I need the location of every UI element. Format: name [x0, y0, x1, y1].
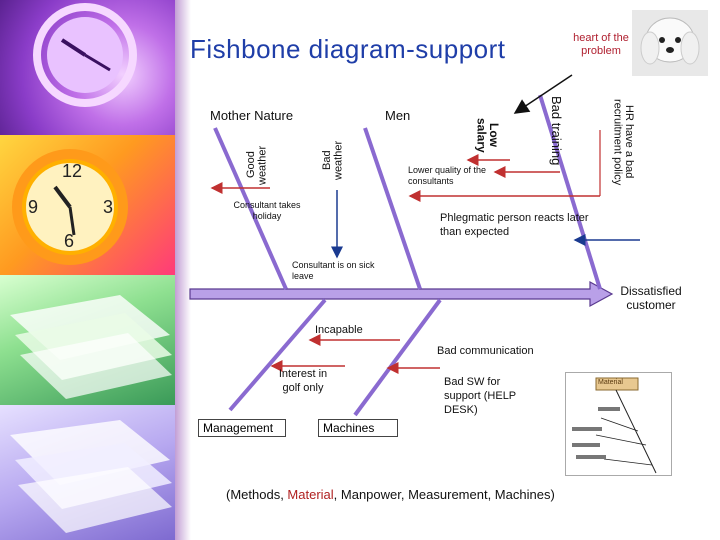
cause-phlegmatic: Phlegmatic person reacts later than expe… — [440, 212, 589, 238]
books-violet-photo — [0, 405, 175, 540]
cause-bad-communication: Bad communication — [437, 345, 534, 357]
footer-open: (Methods, — [226, 487, 288, 502]
books-icon — [10, 420, 172, 533]
spine-arrow — [189, 280, 614, 308]
material-thumbnail: Material — [565, 372, 672, 476]
clock-purple-photo — [0, 0, 175, 135]
cause-sick-leave: Consultant is on sick leave — [292, 260, 375, 281]
cause-low-salary: Low salary — [474, 117, 501, 153]
svg-text:6: 6 — [64, 231, 74, 251]
mini-fishbone — [572, 377, 657, 474]
cause-bad-training: Bad training — [549, 96, 564, 166]
clock-icon — [33, 3, 137, 107]
cause-incapable: Incapable — [315, 324, 363, 336]
books-green-photo — [0, 275, 175, 405]
svg-text:12: 12 — [62, 161, 82, 181]
category-mother-nature: Mother Nature — [210, 108, 294, 123]
dog-icon — [640, 17, 700, 65]
bone-right — [538, 94, 602, 290]
cause-lower-quality: Lower quality of the consultants — [408, 165, 487, 186]
clock-orange-photo: 12 3 6 9 — [0, 135, 175, 275]
page-title: Fishbone diagram-support — [190, 34, 506, 64]
bone-men — [363, 127, 422, 290]
bone-management — [228, 298, 327, 412]
bone-machines — [353, 298, 442, 417]
thumbnail-material-label: Material — [598, 379, 623, 386]
category-men: Men — [385, 108, 411, 123]
footer-rest: , Manpower, Measurement, Machines) — [333, 487, 555, 502]
bone-mother-nature — [213, 127, 288, 290]
cause-bad-sw: Bad SW for support (HELP DESK) — [444, 376, 516, 416]
cause-golf: Interest in golf only — [278, 368, 328, 394]
dog-photo — [632, 10, 708, 76]
cause-hr-policy: HR have a bad recruitment policy — [611, 98, 635, 186]
footer-note: (Methods, Material, Manpower, Measuremen… — [226, 487, 555, 502]
heart-of-problem-label: heart of the problem — [573, 32, 629, 57]
category-machines: Machines — [318, 419, 398, 437]
clock-icon: 12 3 6 9 — [12, 149, 128, 265]
strip-shadow — [175, 0, 191, 540]
cause-good-weather: Good weather — [245, 145, 269, 185]
cause-bad-weather: Bad weather — [321, 140, 345, 180]
books-icon — [10, 295, 172, 399]
category-management: Management — [198, 419, 286, 437]
effect-head: Dissatisfied customer — [620, 284, 682, 313]
footer-material: Material — [287, 487, 334, 502]
heart-arrow — [513, 74, 573, 114]
cause-holiday: Consultant takes holiday — [233, 200, 301, 221]
svg-text:9: 9 — [28, 197, 38, 217]
svg-text:3: 3 — [103, 197, 113, 217]
